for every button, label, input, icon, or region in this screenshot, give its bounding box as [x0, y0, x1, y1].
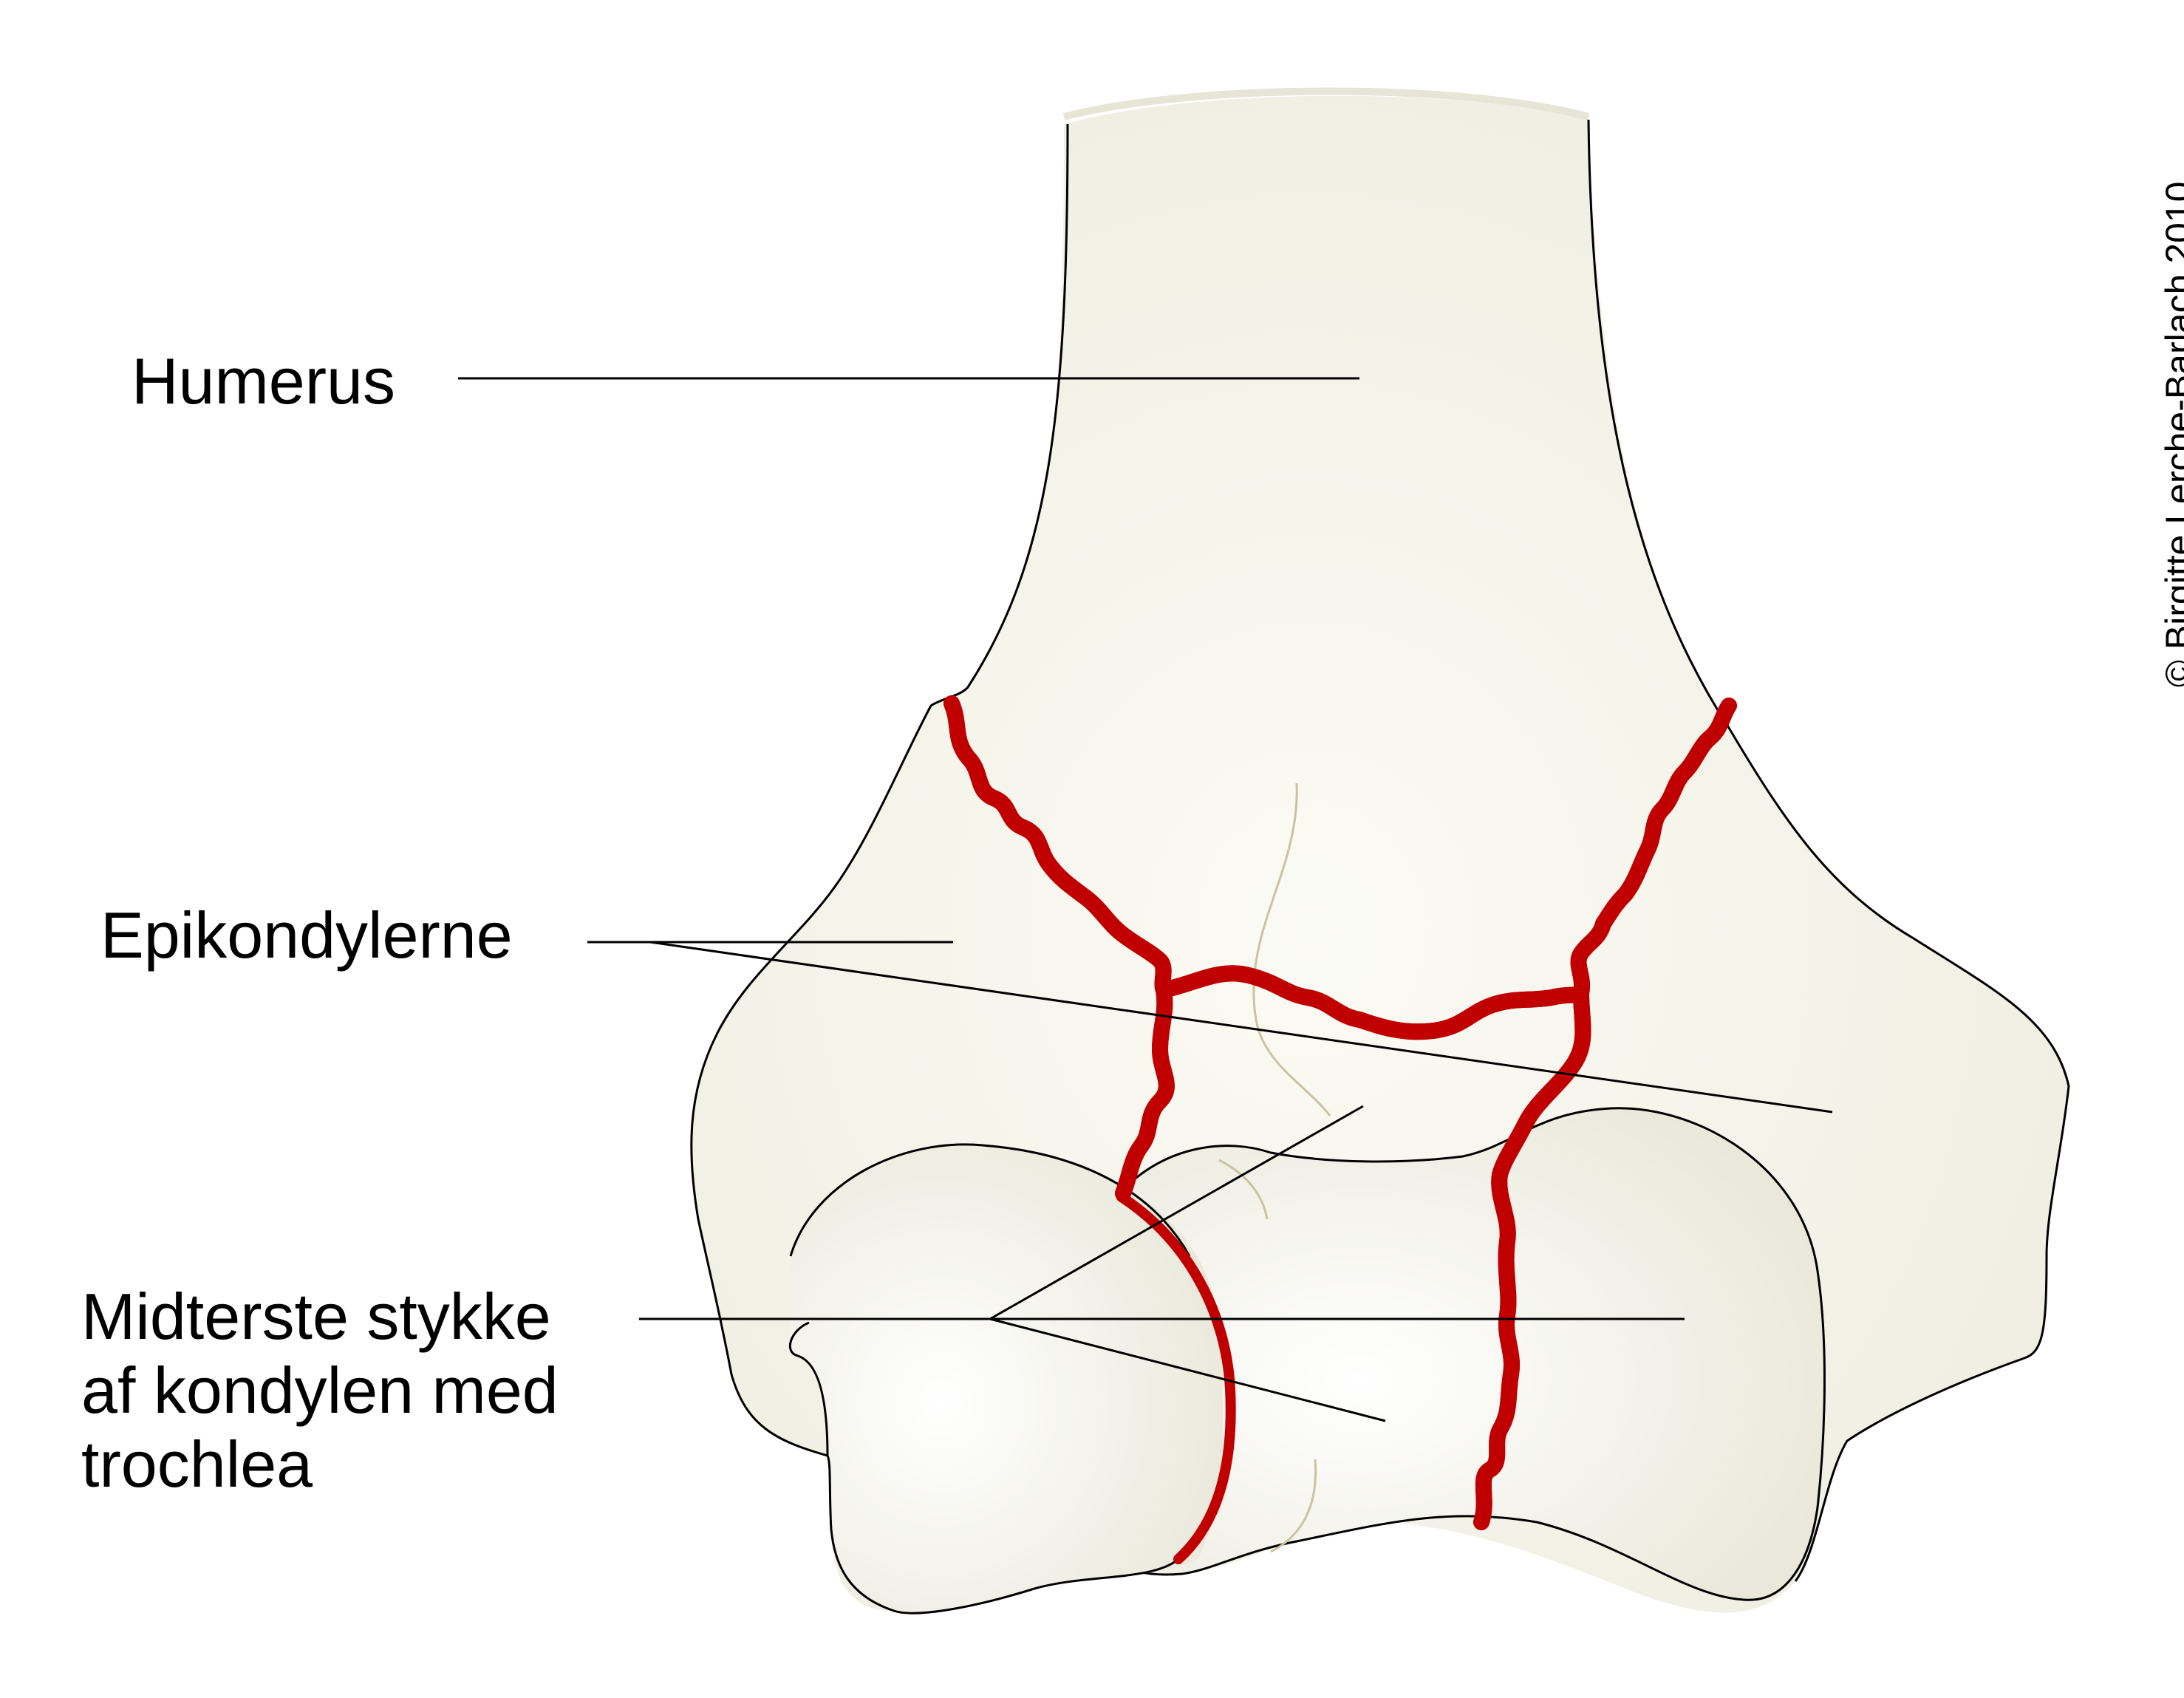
copyright-notice: © Birgitte Lerche-Barlach 2010 — [2158, 181, 2184, 687]
capitulum — [790, 1144, 1224, 1614]
label-humerus: Humerus — [132, 344, 395, 417]
label-middle-piece-line-3: trochlea — [81, 1428, 313, 1501]
faint-surface-line — [1270, 1459, 1317, 1553]
label-epicondyles: Epikondylerne — [100, 899, 513, 972]
capitulum-inner-curve — [788, 1321, 810, 1357]
humerus-shaft-outline — [690, 123, 1069, 1457]
humerus-top-edge — [1062, 87, 1590, 120]
faint-surface-line — [1218, 1159, 1269, 1220]
faint-surface-line — [1252, 782, 1331, 1116]
leader-epi-right — [649, 941, 1833, 1114]
trochlea — [1108, 1107, 1826, 1601]
fracture-lines — [943, 695, 1737, 1564]
leader-lines — [458, 377, 1833, 1422]
label-middle-piece: Midterste stykke af kondylen med trochle… — [81, 1280, 559, 1501]
label-middle-piece-line-2: af kondylen med — [81, 1354, 559, 1427]
label-middle-piece-line-1: Midterste stykke — [81, 1280, 551, 1353]
capitulum-outline — [789, 1143, 1191, 1615]
leader-mid-down — [989, 1317, 1386, 1422]
humerus-right-outline — [1587, 119, 2070, 1582]
leader-mid-up — [989, 1105, 1364, 1320]
